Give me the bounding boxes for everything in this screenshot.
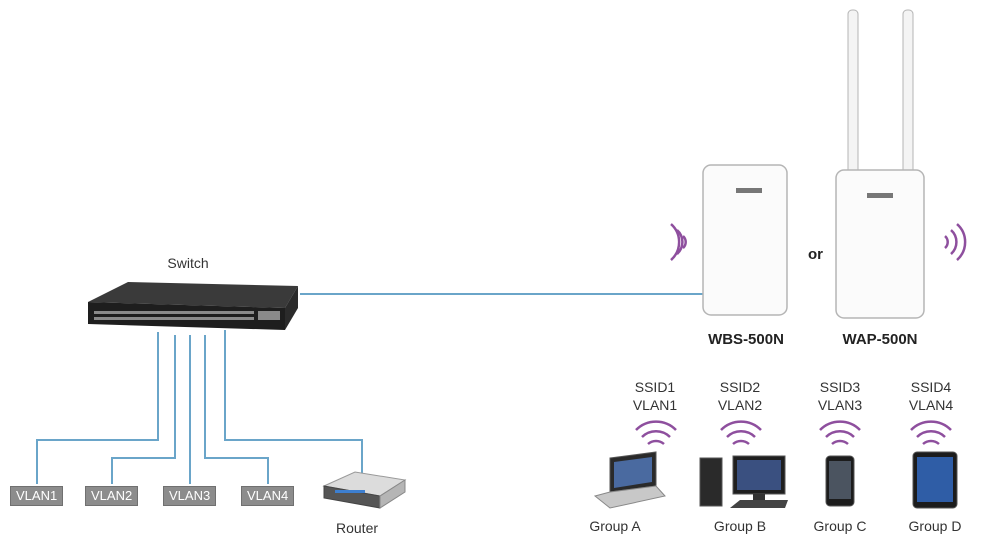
group-a-ssid-vlan: SSID1 VLAN1 xyxy=(633,378,677,414)
wifi-signal-icons xyxy=(635,223,967,446)
desktop-computer-icon xyxy=(699,455,788,508)
tablet-icon xyxy=(912,451,958,509)
group-b-label: Group B xyxy=(713,518,767,534)
group-d-vlan: VLAN4 xyxy=(908,397,954,413)
laptop-icon xyxy=(593,451,666,509)
wifi-icon-wap xyxy=(944,223,967,261)
router-icon xyxy=(322,471,407,509)
switch-label: Switch xyxy=(167,255,209,271)
group-c-label: Group C xyxy=(813,518,867,534)
group-c-ssid-vlan: SSID3 VLAN3 xyxy=(818,378,862,414)
group-d-ssid: SSID4 xyxy=(910,379,952,395)
group-b-ssid-vlan: SSID2 VLAN2 xyxy=(718,378,762,414)
smartphone-icon xyxy=(825,455,855,507)
link-vlan1 xyxy=(36,332,159,484)
wbs-500n-device-icon xyxy=(702,164,788,316)
group-b-vlan: VLAN2 xyxy=(717,397,763,413)
vlan-box-3: VLAN3 xyxy=(163,486,217,506)
link-vlan2 xyxy=(111,335,176,484)
group-a-vlan: VLAN1 xyxy=(632,397,678,413)
router-label: Router xyxy=(336,520,379,536)
link-vlan4 xyxy=(204,335,269,484)
vlan-box-4: VLAN4 xyxy=(241,486,295,506)
wifi-icon-wbs xyxy=(670,223,687,261)
group-b-ssid: SSID2 xyxy=(719,379,761,395)
wbs-500n-label: WBS-500N xyxy=(708,331,784,348)
link-router xyxy=(224,330,363,478)
group-c-vlan: VLAN3 xyxy=(817,397,863,413)
wifi-icon-group-b xyxy=(720,420,762,446)
wap-500n-device-icon xyxy=(835,9,925,319)
wifi-icon-group-a xyxy=(635,420,677,446)
vlan-box-2: VLAN2 xyxy=(85,486,139,506)
wifi-icon-group-d xyxy=(910,420,952,446)
group-a-label: Group A xyxy=(589,518,641,534)
vlan-box-1: VLAN1 xyxy=(10,486,64,506)
group-d-ssid-vlan: SSID4 VLAN4 xyxy=(909,378,953,414)
group-c-ssid: SSID3 xyxy=(819,379,861,395)
switch-icon xyxy=(88,282,298,330)
vlan-links xyxy=(36,293,705,484)
group-a-ssid: SSID1 xyxy=(634,379,676,395)
wap-500n-label: WAP-500N xyxy=(842,331,918,348)
group-d-label: Group D xyxy=(908,518,962,534)
or-label: or xyxy=(808,246,823,263)
wifi-icon-group-c xyxy=(819,420,861,446)
